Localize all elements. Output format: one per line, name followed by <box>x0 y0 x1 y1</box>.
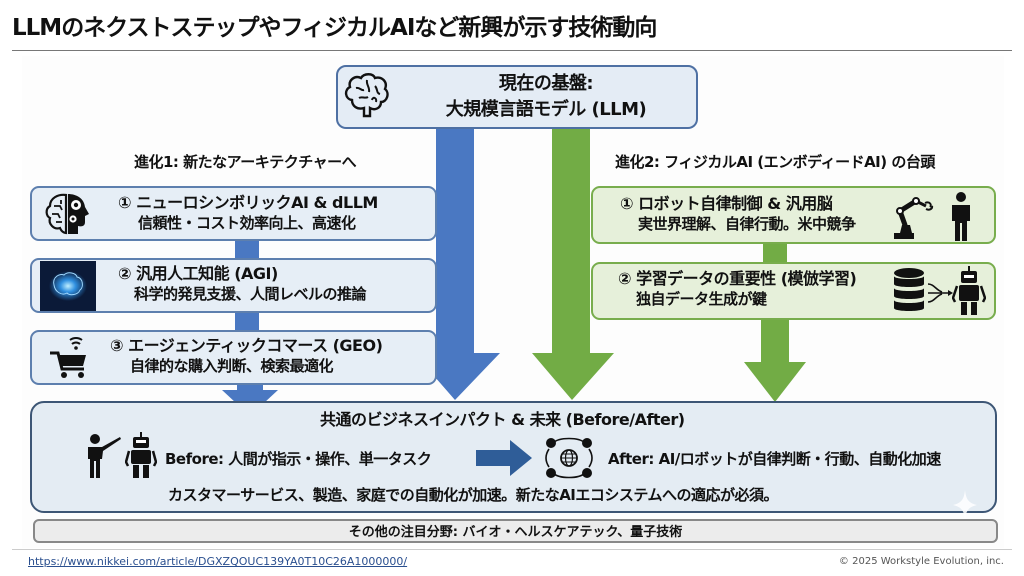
data-flow-arrows-icon <box>928 283 953 303</box>
foundation-line-2: 大規模言語モデル (LLM) <box>445 99 647 120</box>
other-fields-box <box>33 519 998 543</box>
evolution1-card-2 <box>30 258 437 313</box>
before-text: Before: 人間が指示・操作、単一タスク <box>165 450 432 468</box>
evolution2-card-1-subtitle: 実世界理解、自律行動。米中競争 <box>638 215 856 233</box>
evolution2-card-2-title: ② 学習データの重要性 (模倣学習) <box>618 269 857 288</box>
evolution1-card-3-title: ③ エージェンティックコマース (GEO) <box>110 336 383 355</box>
main-blue-arrow <box>414 125 500 400</box>
robot-arm-icon <box>894 197 934 239</box>
smart-cart-icon <box>50 337 86 378</box>
robot-icon <box>125 432 157 478</box>
evolution1-card-1 <box>30 186 437 241</box>
evolution2-card-1-title: ① ロボット自律制御 & 汎用脳 <box>620 194 833 213</box>
evolution1-card-1-title: ① ニューロシンボリックAI & dLLM <box>118 193 378 212</box>
other-fields-text: その他の注目分野: バイオ・ヘルスケアテック、量子技術 <box>348 525 683 540</box>
main-green-arrow <box>532 125 614 400</box>
evolution1-card-2-title: ② 汎用人工知能 (AGI) <box>118 264 278 283</box>
connected-globe-icon <box>545 437 593 479</box>
evolution1-heading: 進化1: 新たなアーキテクチャーへ <box>134 153 357 171</box>
glowing-brain-icon <box>40 261 96 311</box>
impact-title: 共通のビジネスインパクト & 未来 (Before/After) <box>320 410 685 429</box>
robot-icon <box>952 266 986 315</box>
green-down-arrow-small <box>744 320 806 402</box>
foundation-title: 現在の基盤: 大規模言語モデル (LLM) <box>396 71 696 123</box>
evolution1-card-1-subtitle: 信頼性・コスト効率向上、高速化 <box>138 214 356 232</box>
evolution1-card-3 <box>30 330 437 385</box>
brain-gear-head-icon <box>45 193 89 235</box>
evolution2-heading: 進化2: フィジカルAI (エンボディードAI) の台頭 <box>615 153 935 171</box>
human-figure-icon <box>952 192 970 241</box>
evolution2-card-1-text: ① ロボット自律制御 & 汎用脳 実世界理解、自律行動。米中競争 <box>620 193 856 235</box>
evolution2-card-2-subtitle: 独自データ生成が鍵 <box>636 290 767 308</box>
impact-summary: カスタマーサービス、製造、家庭での自動化が加速。新たなAIエコシステムへの適応が… <box>168 486 778 504</box>
page-title: LLMのネクストステップやフィジカルAIなど新興が示す技術動向 <box>12 15 657 41</box>
evolution2-card-2-text: ② 学習データの重要性 (模倣学習) 独自データ生成が鍵 <box>618 268 857 310</box>
evolution1-card-3-text: ③ エージェンティックコマース (GEO) 自律的な購入判断、検索最適化 <box>110 335 383 377</box>
after-text: After: AI/ロボットが自律判断・行動、自動化加速 <box>608 450 941 468</box>
green-connector-1 <box>763 240 787 266</box>
transition-arrow-icon <box>476 440 532 476</box>
brain-icon <box>344 73 389 118</box>
evolution1-card-3-subtitle: 自律的な購入判断、検索最適化 <box>130 357 334 375</box>
evolution1-card-2-subtitle: 科学的発見支援、人間レベルの推論 <box>134 285 367 303</box>
copyright-text: © 2025 Workstyle Evolution, inc. <box>838 556 1004 567</box>
evolution1-card-2-text: ② 汎用人工知能 (AGI) 科学的発見支援、人間レベルの推論 <box>118 263 367 305</box>
evolution2-card-1 <box>591 186 996 244</box>
source-link[interactable]: https://www.nikkei.com/article/DGXZQOUC1… <box>28 555 408 568</box>
human-teacher-icon <box>88 434 121 478</box>
sparkle-icon <box>953 490 977 520</box>
evolution2-card-2 <box>591 262 996 320</box>
database-icon <box>894 268 924 311</box>
foundation-box <box>336 65 698 129</box>
title-divider <box>12 50 1012 51</box>
footer-divider <box>12 549 1012 550</box>
foundation-line-1: 現在の基盤: <box>498 73 594 94</box>
evolution1-card-1-text: ① ニューロシンボリックAI & dLLM 信頼性・コスト効率向上、高速化 <box>118 192 378 234</box>
